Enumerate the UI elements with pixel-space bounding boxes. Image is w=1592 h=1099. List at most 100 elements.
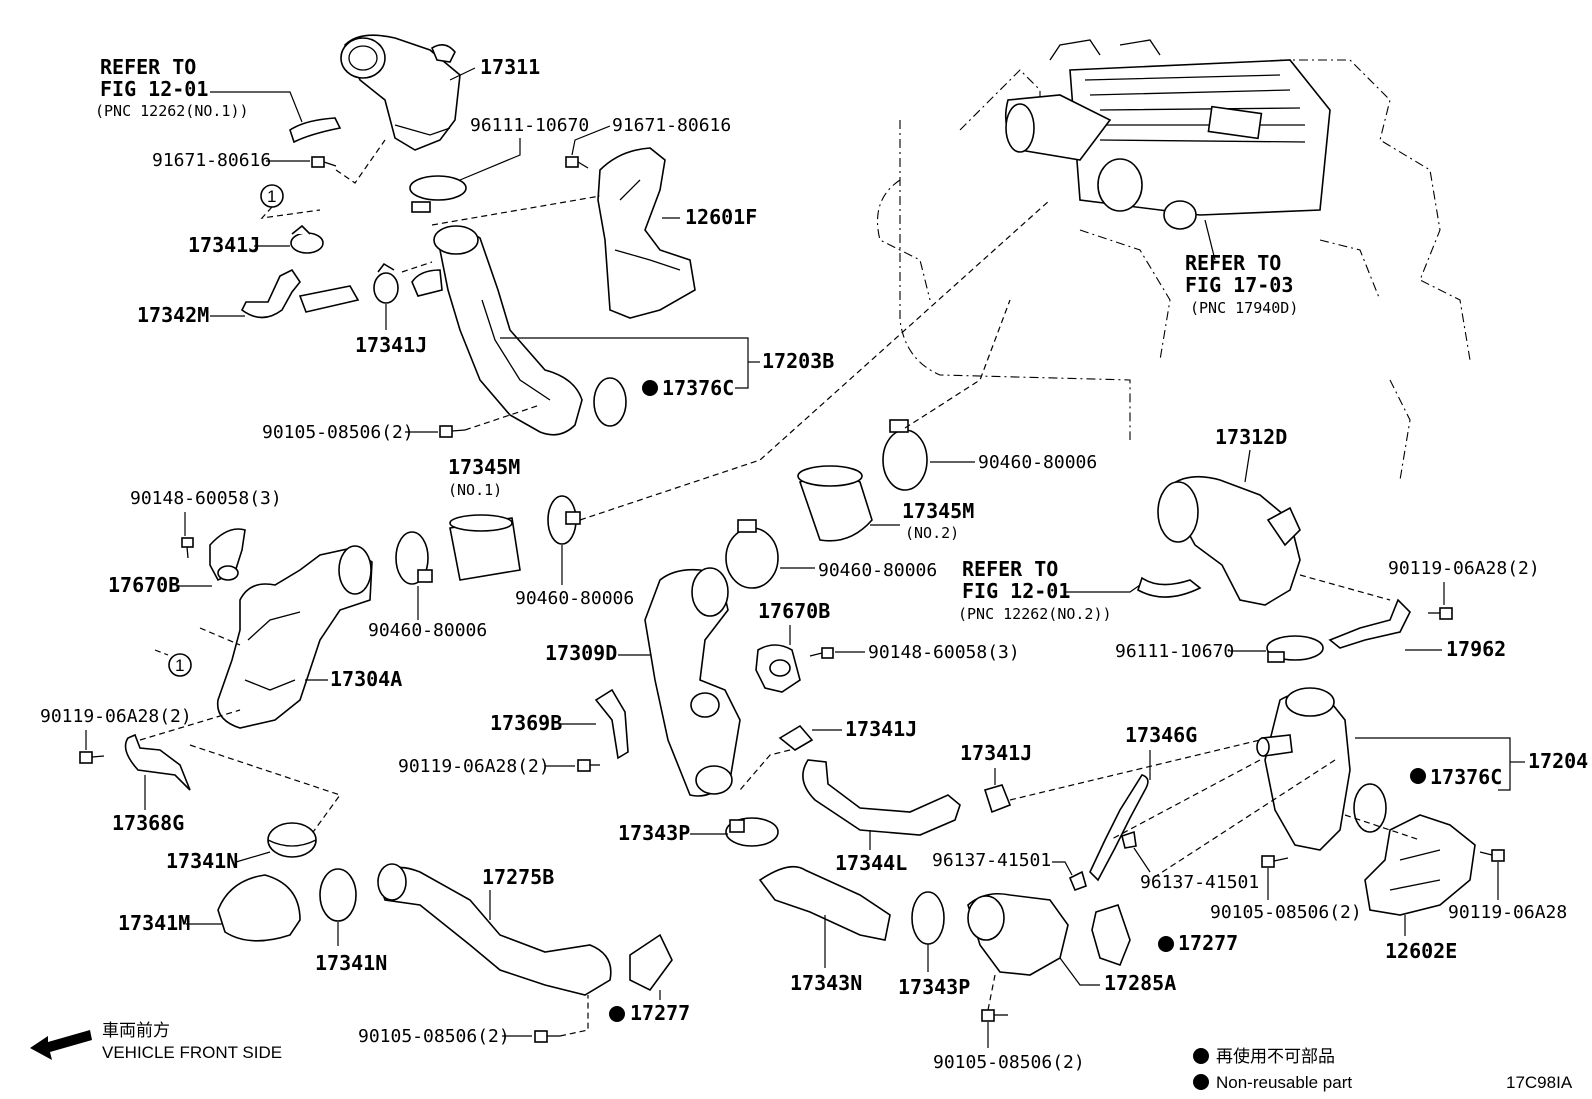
clamp-17343P-b: [911, 891, 945, 945]
label-17341M: 17341M: [118, 911, 190, 935]
nonreusable-dot-17277-a: [609, 1006, 625, 1022]
clamp-90460-c: [725, 519, 779, 589]
label-90105-c: 90105-08506(2): [358, 1026, 510, 1047]
bolt-90119-a: [79, 751, 105, 764]
hose-17344L: [802, 759, 961, 836]
label-17343N: 17343N: [790, 971, 862, 995]
hose-12262-no2: [1137, 576, 1202, 598]
clamp-90460-d: [882, 419, 928, 491]
hose-17346G: [1089, 774, 1149, 882]
label-17309D: 17309D: [545, 641, 617, 665]
label-90460-b: 90460-80006: [515, 588, 634, 609]
intercooler-assembly: [1004, 39, 1331, 230]
bracket-17962: [1328, 598, 1411, 649]
ref-a-line3: (PNC 12262(NO.1)): [95, 102, 249, 120]
label-90119-d: 90119-06A28: [1448, 902, 1567, 923]
label-17344L: 17344L: [835, 851, 907, 875]
hose-17341M: [217, 874, 301, 942]
label-90119-a: 90119-06A28(2): [40, 706, 192, 727]
label-17369B: 17369B: [490, 711, 562, 735]
label-90105-a: 90105-08506(2): [262, 422, 414, 443]
clamp-17341N-a: [267, 822, 317, 858]
legend-jp: 再使用不可部品: [1216, 1046, 1335, 1066]
hose-17342M-b: [298, 285, 360, 313]
figure-id: 17C98IA: [1506, 1073, 1573, 1092]
clamp-96111-top: [409, 175, 467, 213]
clamp-17341J-d: [983, 784, 1012, 814]
label-17277-b: 17277: [1178, 931, 1238, 955]
gasket-17376C-a: [593, 377, 627, 427]
label-90460-c: 90460-80006: [818, 560, 937, 581]
label-17277-a: 17277: [630, 1001, 690, 1025]
clamp-17343P-a: [725, 817, 779, 847]
clamp-96137-b: [1121, 830, 1137, 849]
bolt-90119-d: [1479, 849, 1505, 862]
nonreusable-dot-17277-b: [1158, 936, 1174, 952]
circle-marker-1-mid: [168, 653, 192, 677]
front-jp: 車両前方: [102, 1021, 170, 1040]
circle-1-top-text: 1: [267, 187, 276, 206]
label-17311: 17311: [480, 55, 540, 79]
clamp-96137-a: [1068, 870, 1087, 892]
bolt-90119-b: [577, 759, 600, 772]
label-91671-top: 91671-80616: [612, 115, 731, 136]
label-17342M: 17342M: [137, 303, 209, 327]
front-en: VEHICLE FRONT SIDE: [102, 1043, 282, 1062]
bolt-90148-b: [809, 647, 834, 659]
ref-a-line1: REFER TO: [100, 55, 196, 79]
legend-en: Non-reusable part: [1216, 1073, 1352, 1092]
label-17376C-b: 17376C: [1430, 765, 1502, 789]
pipe-17304A: [216, 545, 373, 729]
front-arrow-icon: [30, 1030, 92, 1060]
label-90119-c: 90119-06A28(2): [1388, 558, 1540, 579]
circle-1-mid-text: 1: [175, 656, 184, 675]
legend-dot-jp: [1193, 1048, 1209, 1064]
label-90460-d: 90460-80006: [978, 452, 1097, 473]
bolt-91671-left: [311, 156, 337, 168]
part-17311: [340, 34, 461, 151]
ref-b-line3: (PNC 17940D): [1190, 299, 1298, 317]
bolt-90105-b: [1261, 855, 1289, 868]
ref-b-line2: FIG 17-03: [1185, 273, 1293, 297]
label-17376C-a: 17376C: [662, 376, 734, 400]
label-17343P-b: 17343P: [898, 975, 970, 999]
gasket-17277-b: [1091, 904, 1131, 967]
label-17341J-d: 17341J: [960, 741, 1032, 765]
pipe-17309D: [644, 567, 741, 797]
label-17341J-b: 17341J: [355, 333, 427, 357]
label-17341J-a: 17341J: [188, 233, 260, 257]
label-17275B: 17275B: [482, 865, 554, 889]
label-17203B: 17203B: [762, 349, 834, 373]
bolt-90105-c: [534, 1030, 560, 1043]
label-17341N-b: 17341N: [315, 951, 387, 975]
bolt-91671-top: [565, 156, 589, 169]
hose-17343N: [758, 865, 891, 941]
bolt-90105-d: [981, 1009, 1008, 1022]
clamp-90460-b: [547, 495, 581, 545]
clamp-17341J-a: [290, 224, 324, 254]
gasket-17277-a: [629, 933, 673, 992]
label-17670B-a: 17670B: [108, 573, 180, 597]
label-17346G: 17346G: [1125, 723, 1197, 747]
bracket-12602E: [1364, 814, 1476, 916]
label-91671-left: 91671-80616: [152, 150, 271, 171]
clamp-17341N-b: [319, 868, 357, 922]
label-12602E: 12602E: [1385, 939, 1457, 963]
label-12601F: 12601F: [685, 205, 757, 229]
legend-dot-en: [1193, 1074, 1209, 1090]
clamp-17341J-b: [373, 262, 399, 304]
label-90460-a: 90460-80006: [368, 620, 487, 641]
pipe-17203B: [411, 225, 583, 436]
label-96137-a: 96137-41501: [932, 850, 1051, 871]
pipe-17312D: [1157, 475, 1301, 606]
label-96137-b: 96137-41501: [1140, 872, 1259, 893]
label-17962: 17962: [1446, 637, 1506, 661]
label-17670B-b: 17670B: [758, 599, 830, 623]
label-17312D: 17312D: [1215, 425, 1287, 449]
label-17345M-a: 17345M: [448, 455, 520, 479]
clamp-90460-a: [395, 531, 433, 585]
clamp-96111-right: [1266, 635, 1324, 663]
ref-c-line2: FIG 12-01: [962, 579, 1070, 603]
